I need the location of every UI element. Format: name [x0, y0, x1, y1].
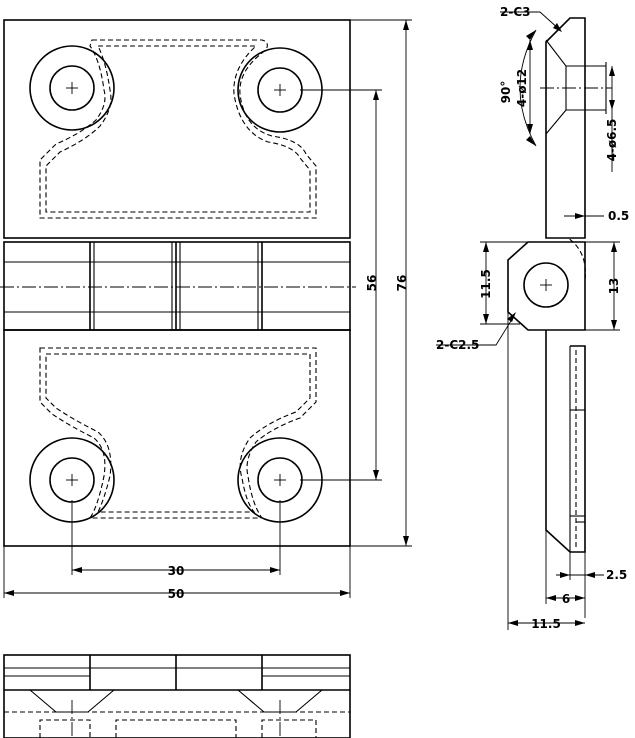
label-11-5-vertical: 11.5 [479, 269, 493, 299]
label-2-c3: 2-C3 [500, 5, 531, 19]
label-4-o6-5: 4-ø6.5 [605, 119, 619, 162]
dim-30: 30 [168, 564, 185, 578]
dim-56: 56 [365, 275, 379, 292]
front-view: 30 50 56 76 [0, 19, 412, 601]
side-view: 2-C3 90° 4-ø12 4-ø6.5 0.5 13 1 [436, 5, 629, 631]
dim-50: 50 [168, 587, 185, 601]
bottom-view [3, 654, 351, 738]
label-0-5: 0.5 [608, 209, 629, 223]
top-recess [39, 39, 317, 219]
label-2-c2-5: 2-C2.5 [436, 338, 479, 352]
side-lower-leaf [545, 330, 586, 553]
label-90deg: 90° [499, 81, 513, 104]
top-leaf [3, 19, 351, 239]
knuckle-band [3, 241, 351, 331]
label-4-o12: 4-ø12 [515, 69, 529, 107]
dim-76: 76 [395, 275, 409, 292]
bottom-leaf [3, 329, 351, 547]
bottom-recess [39, 347, 317, 519]
label-13: 13 [607, 278, 621, 295]
label-11-5-horizontal: 11.5 [531, 617, 561, 631]
side-knuckle [507, 241, 586, 331]
side-upper-leaf [545, 17, 586, 239]
hole-top-left [29, 45, 115, 131]
label-2-5: 2.5 [606, 568, 627, 582]
label-6: 6 [562, 592, 570, 606]
